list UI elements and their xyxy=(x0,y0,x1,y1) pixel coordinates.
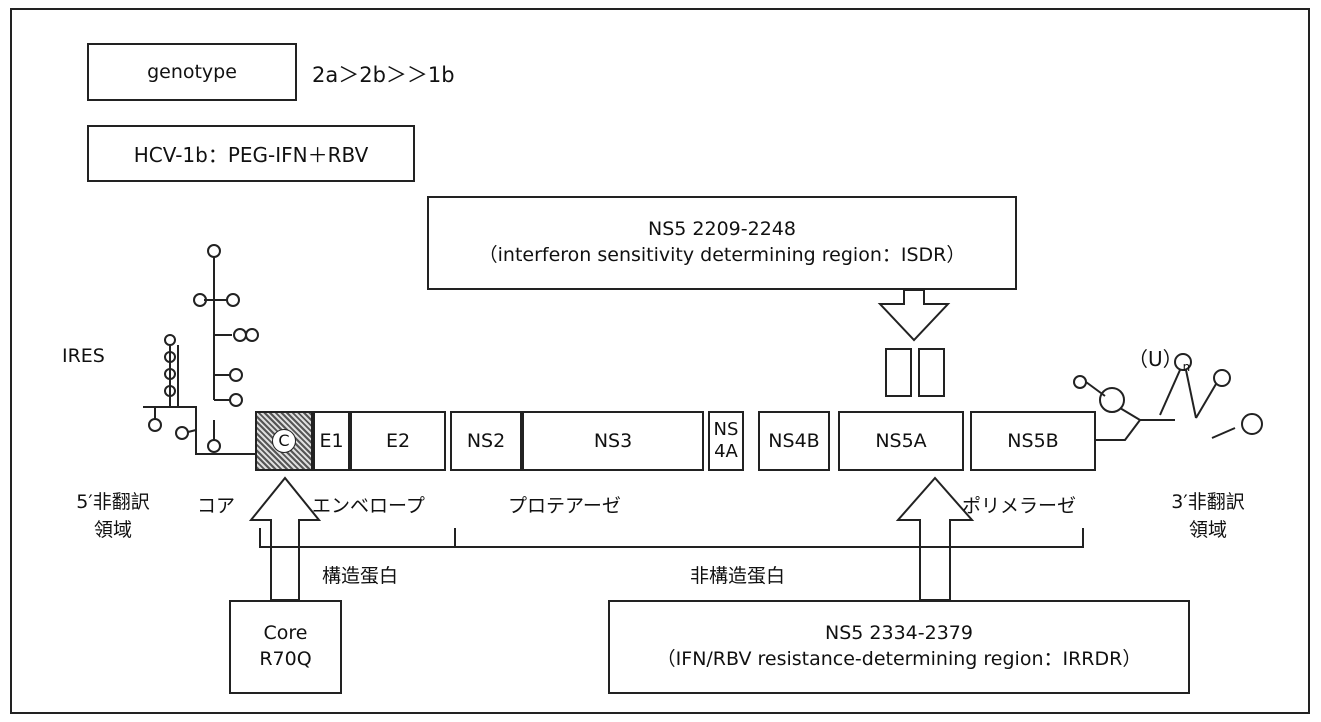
core-mutation-box: Core R70Q xyxy=(229,600,342,694)
polya-subscript: n xyxy=(1183,360,1191,374)
irrdr-description: （IFN/RBV resistance-determining region：I… xyxy=(657,647,1142,673)
core-mutation-line2: R70Q xyxy=(259,647,311,673)
utr3-caption: 3′非翻訳 領域 xyxy=(1148,488,1268,544)
core-arrow xyxy=(251,478,319,600)
isdr-arrow xyxy=(880,290,948,340)
core-mutation-line1: Core xyxy=(264,621,308,647)
nonstructural-bracket xyxy=(455,528,1083,547)
envelope-caption: エンベロープ xyxy=(312,491,425,518)
utr3-line xyxy=(1096,420,1175,440)
protease-caption: プロテアーゼ xyxy=(508,491,621,518)
irrdr-title: NS5 2334-2379 xyxy=(825,621,973,647)
utr5-caption-line2: 領域 xyxy=(58,516,168,544)
irrdr-arrow xyxy=(898,478,972,600)
polya-text: （U） xyxy=(1128,347,1183,371)
core-caption: コア xyxy=(197,491,235,518)
utr3-caption-line2: 領域 xyxy=(1148,516,1268,544)
structural-caption: 構造蛋白 xyxy=(322,561,398,588)
utr3-caption-line1: 3′非翻訳 xyxy=(1148,488,1268,516)
ires-label: IRES xyxy=(62,345,105,367)
ires-structure xyxy=(143,245,258,454)
irrdr-box: NS5 2334-2379 （IFN/RBV resistance-determ… xyxy=(608,600,1190,694)
utr5-caption: 5′非翻訳 領域 xyxy=(58,488,168,544)
nonstructural-caption: 非構造蛋白 xyxy=(690,561,785,588)
polymerase-caption: ポリメラーゼ xyxy=(962,491,1076,518)
utr5-caption-line1: 5′非翻訳 xyxy=(58,488,168,516)
polya-label: （U）n xyxy=(1128,343,1190,374)
